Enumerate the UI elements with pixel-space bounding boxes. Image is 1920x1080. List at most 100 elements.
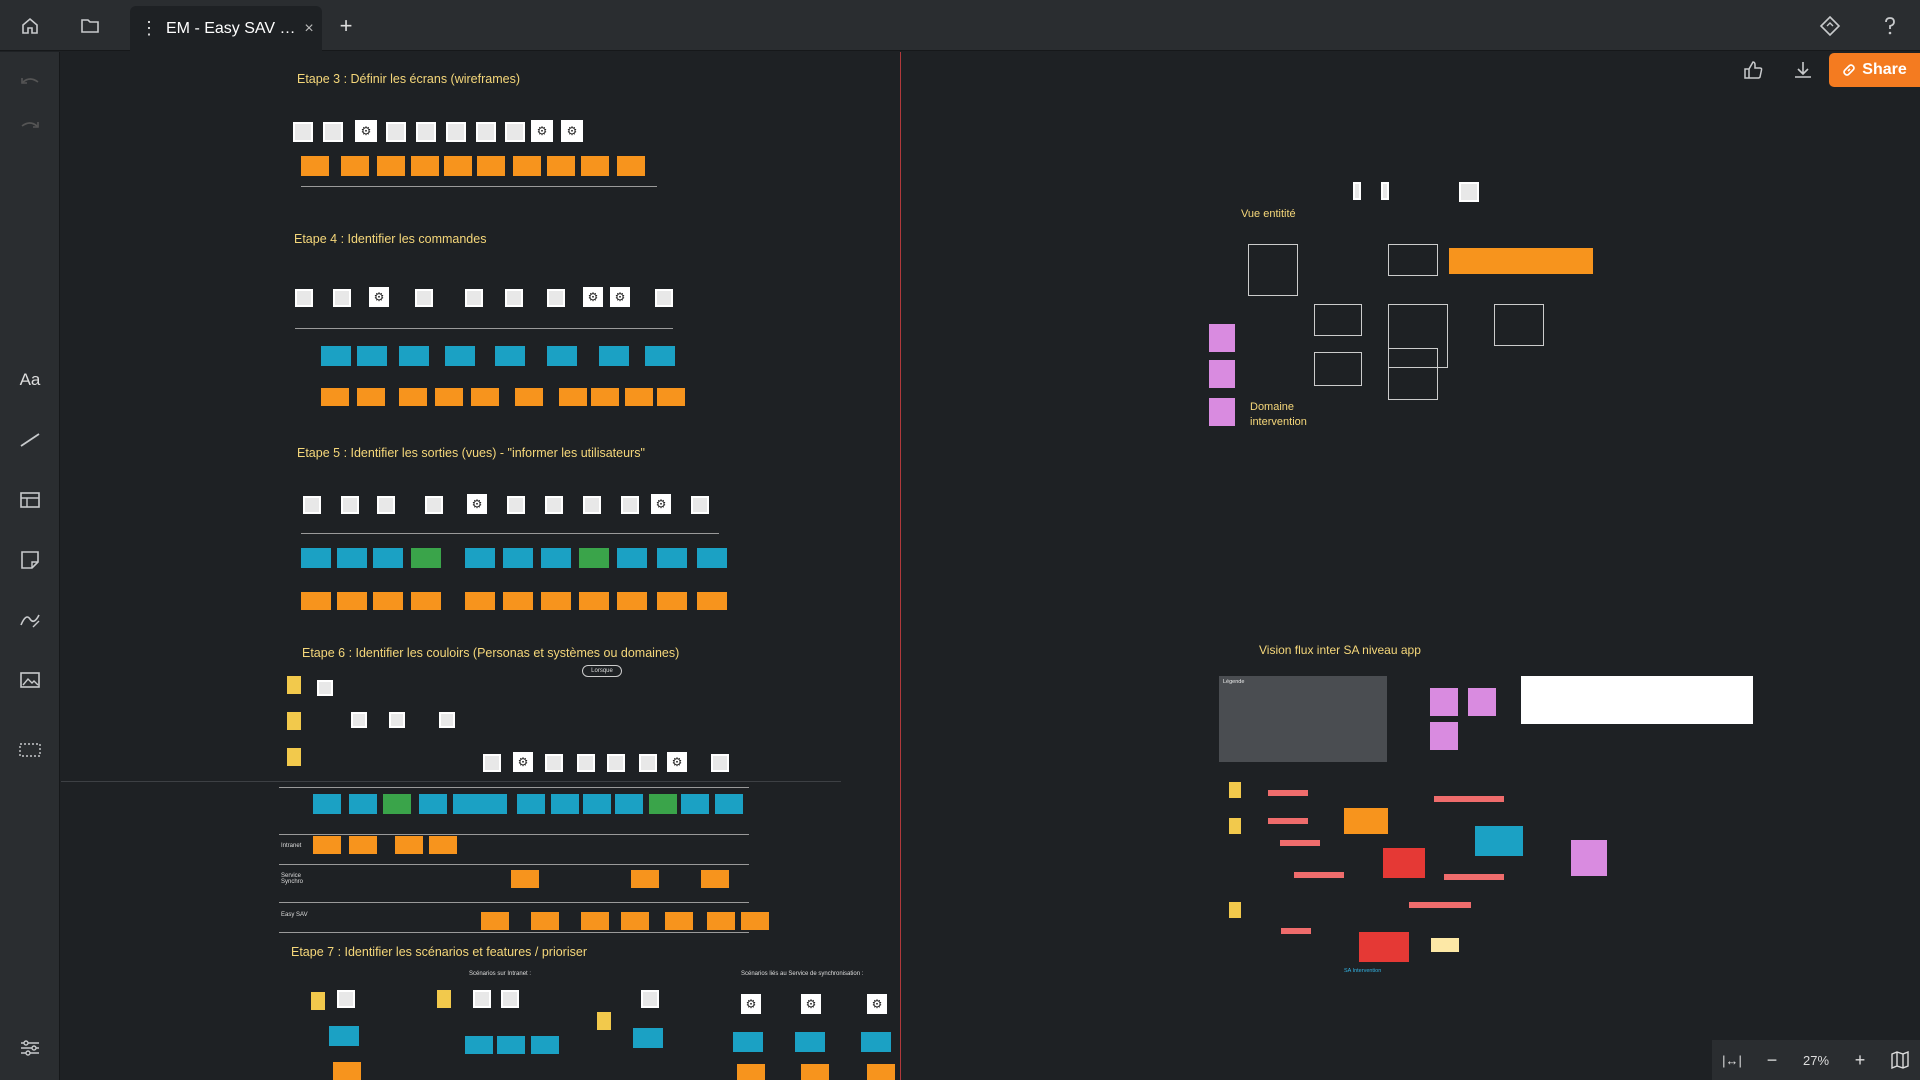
flux-label-sticky[interactable]: [1268, 818, 1308, 824]
wireframe-card[interactable]: [545, 754, 563, 772]
entity-demande[interactable]: [1388, 304, 1448, 368]
home-button[interactable]: [0, 0, 60, 51]
command-sticky[interactable]: [313, 794, 341, 814]
wireframe-card[interactable]: [545, 496, 563, 514]
event-sticky[interactable]: [515, 388, 543, 406]
event-sticky[interactable]: [665, 912, 693, 930]
document-tab[interactable]: ⋮ EM - Easy SAV (tu... ×: [130, 6, 322, 51]
event-sticky[interactable]: [581, 156, 609, 176]
wireframe-card[interactable]: [483, 754, 501, 772]
event-sticky[interactable]: [701, 870, 729, 888]
event-sticky[interactable]: [503, 592, 533, 610]
event-sticky[interactable]: [737, 1064, 765, 1080]
palette-panel[interactable]: [1521, 676, 1753, 724]
entity-produit[interactable]: [1314, 304, 1362, 336]
command-sticky[interactable]: [645, 346, 675, 366]
command-sticky[interactable]: [633, 1028, 663, 1048]
command-sticky[interactable]: [479, 794, 507, 814]
command-sticky[interactable]: [453, 794, 481, 814]
event-sticky[interactable]: [625, 388, 653, 406]
gear-card[interactable]: ⚙: [867, 994, 887, 1014]
event-sticky[interactable]: [395, 836, 423, 854]
event-sticky[interactable]: [741, 912, 769, 930]
event-sticky[interactable]: [465, 592, 495, 610]
command-sticky[interactable]: [649, 794, 677, 814]
event-sticky[interactable]: [541, 592, 571, 610]
wireframe-card[interactable]: [377, 496, 395, 514]
command-sticky[interactable]: [445, 346, 475, 366]
like-button[interactable]: [1733, 52, 1773, 88]
event-sticky[interactable]: [657, 592, 687, 610]
wireframe-card[interactable]: [476, 122, 496, 142]
wireframe-card[interactable]: [323, 122, 343, 142]
cache-note[interactable]: [1431, 938, 1459, 952]
command-sticky[interactable]: [531, 1036, 559, 1054]
event-sticky[interactable]: [591, 388, 619, 406]
event-sticky[interactable]: [513, 156, 541, 176]
event-sticky[interactable]: [621, 912, 649, 930]
event-sticky[interactable]: [399, 388, 427, 406]
event-sticky[interactable]: [321, 388, 349, 406]
view-sticky[interactable]: [503, 548, 533, 568]
command-sticky[interactable]: [733, 1032, 763, 1052]
wireframe-card[interactable]: [341, 496, 359, 514]
gear-card[interactable]: ⚙: [741, 994, 761, 1014]
wireframe-card[interactable]: [501, 990, 519, 1008]
persona-sticky[interactable]: [437, 990, 451, 1008]
fit-width-button[interactable]: |↔|: [1722, 1052, 1742, 1068]
view-sticky[interactable]: [373, 548, 403, 568]
redo-button[interactable]: [10, 106, 50, 146]
persona-sticky[interactable]: [1229, 782, 1241, 798]
gear-card[interactable]: ⚙: [610, 287, 630, 307]
command-sticky[interactable]: [551, 794, 579, 814]
persona-card[interactable]: [1381, 182, 1389, 200]
command-sticky[interactable]: [615, 794, 643, 814]
flux-label-sticky[interactable]: [1434, 796, 1504, 802]
wireframe-card[interactable]: [641, 990, 659, 1008]
wireframe-card[interactable]: [621, 496, 639, 514]
event-sticky[interactable]: [617, 156, 645, 176]
command-sticky[interactable]: [861, 1032, 891, 1052]
command-sticky[interactable]: [497, 1036, 525, 1054]
persona-sticky[interactable]: [287, 676, 301, 694]
settings-button[interactable]: [10, 1028, 50, 1068]
wireframe-card[interactable]: [293, 122, 313, 142]
event-sticky[interactable]: [547, 156, 575, 176]
event-sticky[interactable]: [867, 1064, 895, 1080]
event-sticky[interactable]: [435, 388, 463, 406]
view-sticky[interactable]: [657, 548, 687, 568]
command-sticky[interactable]: [795, 1032, 825, 1052]
event-sticky[interactable]: [337, 592, 367, 610]
note-sticky[interactable]: [1468, 688, 1496, 716]
command-sticky[interactable]: [583, 794, 611, 814]
gear-card[interactable]: ⚙: [561, 120, 583, 142]
gear-card[interactable]: ⚙: [801, 994, 821, 1014]
entity-technicien[interactable]: [1248, 244, 1298, 296]
wireframe-card[interactable]: [303, 496, 321, 514]
event-sticky[interactable]: [707, 912, 735, 930]
persona-card[interactable]: [1353, 182, 1361, 200]
command-sticky[interactable]: [321, 346, 351, 366]
note-sticky[interactable]: [1430, 688, 1458, 716]
event-sticky[interactable]: [301, 592, 331, 610]
template-button[interactable]: [10, 480, 50, 520]
gear-card[interactable]: ⚙: [369, 287, 389, 307]
view-sticky[interactable]: [579, 548, 609, 568]
event-sticky[interactable]: [559, 388, 587, 406]
flux-label-sticky[interactable]: [1409, 902, 1471, 908]
event-sticky[interactable]: [471, 388, 499, 406]
node-sa-audit[interactable]: [1475, 826, 1523, 856]
frame-button[interactable]: [10, 730, 50, 770]
text-tool-button[interactable]: Aa: [10, 360, 50, 400]
event-sticky[interactable]: [477, 156, 505, 176]
wireframe-card[interactable]: [439, 712, 455, 728]
question-sticky[interactable]: [1209, 324, 1235, 352]
wireframe-card[interactable]: [607, 754, 625, 772]
command-sticky[interactable]: [349, 794, 377, 814]
event-sticky[interactable]: [481, 912, 509, 930]
wireframe-card[interactable]: [711, 754, 729, 772]
node-service-synchro[interactable]: [1383, 848, 1425, 878]
zoom-in-button[interactable]: +: [1854, 1049, 1866, 1070]
event-sticky[interactable]: [697, 592, 727, 610]
wireframe-card[interactable]: [317, 680, 333, 696]
